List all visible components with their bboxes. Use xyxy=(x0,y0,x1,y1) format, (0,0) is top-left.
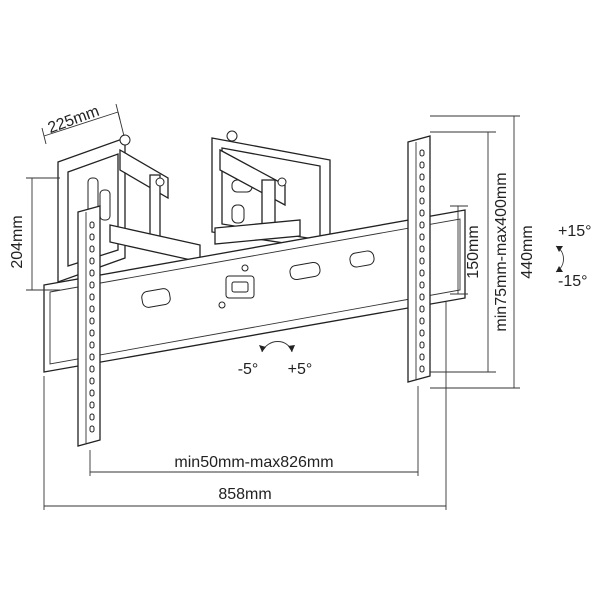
rail-hole xyxy=(419,353,425,361)
rail-hole xyxy=(419,197,425,205)
rail-hole xyxy=(89,317,95,325)
swivel-arc-icon xyxy=(261,341,293,353)
swivel-arrow-left-icon xyxy=(259,345,266,352)
dimension-arm-depth xyxy=(41,103,125,145)
dimension-plate-height xyxy=(26,177,60,291)
label-tilt-up: +15° xyxy=(558,223,592,240)
label-horizontal-range: min50mm-max826mm xyxy=(174,454,333,471)
label-swivel-right: +5° xyxy=(288,361,313,378)
rail-hole xyxy=(89,305,95,313)
rail-hole xyxy=(419,269,425,277)
cross-bar xyxy=(43,209,466,373)
rail-hole xyxy=(89,245,95,253)
rail-hole xyxy=(89,233,95,241)
tilt-arrow-down-icon xyxy=(556,266,563,272)
rail-hole xyxy=(419,149,425,157)
rail-hole xyxy=(89,341,95,349)
rail-hole xyxy=(89,413,95,421)
rail-hole xyxy=(419,281,425,289)
rail-hole xyxy=(89,281,95,289)
rail-hole xyxy=(419,245,425,253)
rail-hole xyxy=(89,353,95,361)
label-vertical-range: min75mm-max400mm xyxy=(493,172,510,331)
rail-hole xyxy=(89,389,95,397)
rail-hole xyxy=(419,305,425,313)
rail-hole xyxy=(419,329,425,337)
rail-hole xyxy=(89,401,95,409)
rail-hole xyxy=(89,221,95,229)
dimension-horizontal-range xyxy=(89,386,419,476)
label-max-height: 440mm xyxy=(519,225,536,278)
label-plate-height: 204mm xyxy=(9,215,26,268)
right-tv-rail xyxy=(407,135,431,383)
rail-hole xyxy=(419,317,425,325)
label-center-holes: 150mm xyxy=(465,225,482,278)
rail-hole xyxy=(419,233,425,241)
rail-hole xyxy=(419,365,425,373)
rail-hole xyxy=(89,329,95,337)
rail-hole xyxy=(89,425,95,433)
label-arm-depth: 225mm xyxy=(46,103,102,137)
rail-hole xyxy=(89,377,95,385)
rail-hole xyxy=(89,269,95,277)
rail-hole xyxy=(419,257,425,265)
rail-hole xyxy=(419,341,425,349)
swivel-arrow-right-icon xyxy=(288,345,295,352)
label-swivel-left: -5° xyxy=(238,361,259,378)
rail-hole xyxy=(89,365,95,373)
label-total-width: 858mm xyxy=(218,486,271,503)
dimension-max-height xyxy=(430,115,520,389)
rail-hole xyxy=(419,173,425,181)
dimension-center-holes xyxy=(450,205,468,295)
rail-hole xyxy=(419,161,425,169)
rail-hole xyxy=(419,185,425,193)
left-tv-rail xyxy=(77,205,101,447)
rail-hole xyxy=(89,257,95,265)
tilt-arrow-up-icon xyxy=(556,246,563,252)
rail-hole xyxy=(89,293,95,301)
rail-hole xyxy=(419,293,425,301)
dimension-vertical-range xyxy=(430,131,496,373)
label-tilt-down: -15° xyxy=(558,273,588,290)
rail-hole xyxy=(419,221,425,229)
dimension-total-width xyxy=(43,302,447,510)
rail-hole xyxy=(419,209,425,217)
